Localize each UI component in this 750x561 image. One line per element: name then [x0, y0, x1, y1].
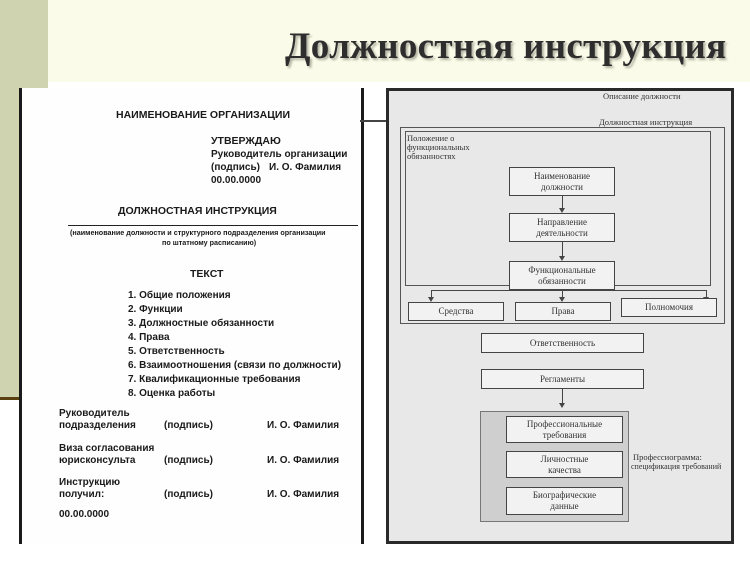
- box-regulations-label: Регламенты: [539, 373, 586, 384]
- box-regulations: Регламенты: [481, 369, 644, 389]
- branch-line: [431, 290, 432, 298]
- sig3-label-b: получил:: [59, 489, 105, 500]
- branch-line: [706, 290, 707, 298]
- list-item: 4. Права: [128, 332, 170, 343]
- section-label-3: обязанностях: [407, 151, 456, 161]
- arrow-head: [559, 256, 565, 261]
- sig2-label-b: юрисконсульта: [59, 455, 136, 466]
- text-heading: ТЕКСТ: [190, 268, 224, 280]
- list-item: 5. Ответственность: [128, 346, 225, 357]
- arrow-line: [562, 196, 563, 208]
- approve-date: 00.00.0000: [211, 175, 262, 186]
- branch-line: [562, 290, 563, 298]
- section-label-1: Положение о: [407, 133, 455, 143]
- frame-label: Должностная инструкция: [599, 117, 693, 127]
- box-responsibility: Ответственность: [481, 333, 644, 353]
- approve-sign: (подпись): [211, 162, 260, 173]
- list-item: 1. Общие положения: [128, 290, 231, 301]
- box-rights-label: Права: [551, 306, 575, 316]
- box-powers-label: Полномочия: [645, 302, 693, 312]
- box-means: Средства: [408, 302, 504, 321]
- sig3-sign: (подпись): [164, 489, 213, 500]
- sig2-sign: (подпись): [164, 455, 213, 466]
- box-means-label: Средства: [438, 306, 474, 316]
- outer-frame: [400, 127, 725, 324]
- section-label-2: функциональных: [407, 142, 470, 152]
- side-label-2: спецификация требований: [631, 462, 722, 471]
- arrow-head: [559, 403, 565, 408]
- box-professional-l2: требования: [542, 429, 587, 440]
- title-underline: [68, 225, 358, 226]
- caption-1: (наименование должности и структурного п…: [70, 228, 326, 237]
- bottom-date: 00.00.0000: [59, 509, 110, 520]
- box-responsibility-label: Ответственность: [529, 337, 596, 348]
- box-rights: Права: [515, 302, 611, 321]
- sig2-label-a: Виза согласования: [59, 443, 155, 454]
- list-item: 6. Взаимоотношения (связи по должности): [128, 360, 342, 371]
- sig1-sign: (подпись): [164, 420, 213, 431]
- box-powers: Полномочия: [621, 298, 717, 317]
- arrow-head: [428, 297, 434, 302]
- arrow-head: [559, 208, 565, 213]
- arrow-line: [562, 242, 563, 256]
- box-professional-l1: Профессиональные: [526, 418, 603, 429]
- box-biographical-l1: Биографические: [532, 490, 597, 500]
- arrow-line: [562, 389, 563, 403]
- box-personal-l2: качества: [548, 464, 581, 475]
- head-line: Руководитель организации: [211, 149, 348, 160]
- approve-label: УТВЕРЖДАЮ: [211, 135, 281, 147]
- connector-line: [360, 120, 400, 122]
- side-label-1: Профессиограмма:: [633, 452, 702, 462]
- box-functions-l1: Функциональные: [528, 264, 596, 275]
- header-band: [0, 0, 750, 82]
- approve-fio: И. О. Фамилия: [269, 162, 342, 173]
- job-description-diagram: Описание должности Должностная инструкци…: [386, 88, 734, 544]
- list-item: 2. Функции: [128, 304, 183, 315]
- list-item: 3. Должностные обязанности: [128, 318, 275, 329]
- box-personal-l1: Личностные: [540, 453, 589, 464]
- box-direction-l1: Направление: [537, 216, 587, 227]
- slide-title: Должностная инструкция: [285, 26, 727, 67]
- sig2-name: И. О. Фамилия: [267, 455, 340, 466]
- list-item: 8. Оценка работы: [128, 388, 216, 399]
- box-biographical-l2: данные: [550, 501, 579, 511]
- org-name: НАИМЕНОВАНИЕ ОРГАНИЗАЦИИ: [116, 109, 291, 121]
- document-sample: НАИМЕНОВАНИЕ ОРГАНИЗАЦИИ УТВЕРЖДАЮ Руков…: [19, 88, 364, 544]
- box-functions-l2: обязанности: [538, 275, 586, 286]
- arrow-head: [559, 297, 565, 302]
- box-position-name-l2: должности: [541, 181, 583, 192]
- sig1-name: И. О. Фамилия: [267, 420, 340, 431]
- sig3-label-a: Инструкцию: [59, 477, 121, 488]
- top-label: Описание должности: [603, 91, 681, 101]
- sig3-name: И. О. Фамилия: [267, 489, 340, 500]
- caption-2: по штатному расписанию): [162, 238, 257, 247]
- branch-line: [431, 290, 706, 291]
- list-item: 7. Квалификационные требования: [128, 374, 301, 385]
- sig1-label-b: подразделения: [59, 420, 136, 431]
- doc-title: ДОЛЖНОСТНАЯ ИНСТРУКЦИЯ: [118, 205, 277, 217]
- sig1-label-a: Руководитель: [59, 408, 130, 419]
- box-direction-l2: деятельности: [536, 227, 588, 238]
- box-position-name-l1: Наименование: [533, 170, 591, 181]
- accent-line: [0, 397, 24, 400]
